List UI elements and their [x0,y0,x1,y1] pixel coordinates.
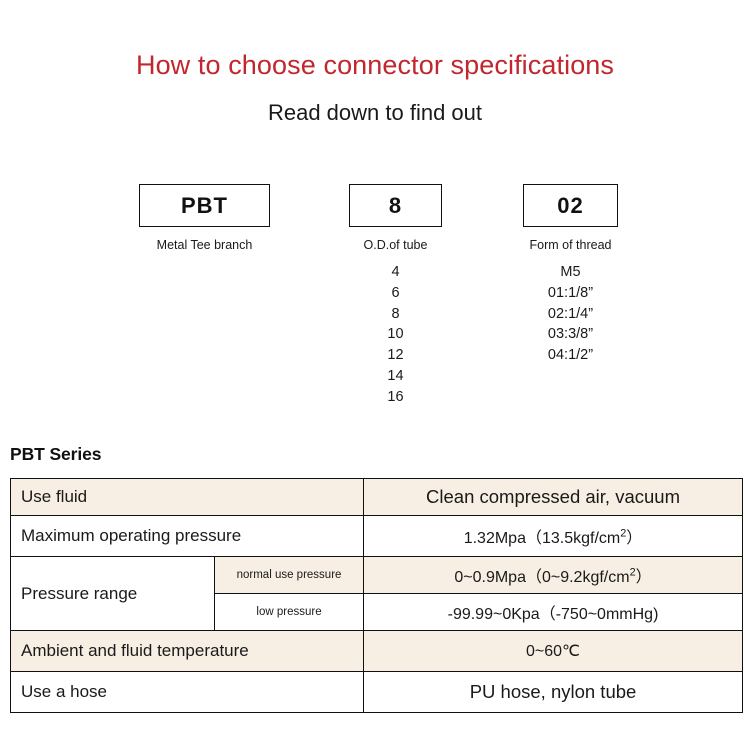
code-box-series[interactable]: PBT [139,184,270,227]
row-value-low-pressure: -99.99~0Kpa（-750~0mmHg) [363,593,744,631]
value-text: 0~0.9Mpa（0~9.2kgf/cm [454,569,630,586]
option-item[interactable]: 04:1/2” [547,347,594,364]
specification-table: Use fluid Clean compressed air, vacuum M… [9,478,744,713]
code-group-od: 8 O.D.of tube 4 6 8 10 12 14 16 [349,184,442,408]
code-group-series: PBT Metal Tee branch [139,184,270,252]
option-item[interactable]: 8 [391,305,400,322]
sub-label-low-pressure: low pressure [213,593,365,631]
value-text: -99.99~0Kpa（-750~0mmHg) [447,606,659,623]
row-label-pressure-range: Pressure range [10,556,215,631]
code-caption-series: Metal Tee branch [156,238,253,252]
code-caption-thread: Form of thread [529,238,612,252]
value-text: 1.32Mpa（13.5kgf/cm [463,530,621,547]
row-label-temperature: Ambient and fluid temperature [9,630,365,672]
value-superscript: 2 [629,566,636,579]
code-options-thread: M5 01:1/8” 02:1/4” 03:3/8” 04:1/2” [523,262,618,366]
option-item[interactable]: 03:3/8” [547,326,594,343]
table-row: Use a hose PU hose, nylon tube [9,671,744,713]
row-label-max-pressure: Maximum operating pressure [9,515,365,557]
option-item[interactable]: 01:1/8” [547,284,594,301]
row-value-use-a-hose: PU hose, nylon tube [363,671,744,713]
code-group-thread: 02 Form of thread M5 01:1/8” 02:1/4” 03:… [523,184,618,366]
value-superscript: 2 [620,527,627,540]
table-row: Ambient and fluid temperature 0~60℃ [9,630,744,672]
option-item[interactable]: 02:1/4” [547,305,594,322]
series-heading: PBT Series [10,444,102,464]
code-box-od[interactable]: 8 [349,184,442,227]
option-item[interactable]: 6 [391,284,400,301]
option-item[interactable]: 10 [387,326,404,343]
row-value-use-fluid: Clean compressed air, vacuum [363,478,744,516]
code-options-od: 4 6 8 10 12 14 16 [349,262,442,408]
row-label-use-a-hose: Use a hose [9,671,365,713]
row-value-normal-use-pressure: 0~0.9Mpa（0~9.2kgf/cm2） [363,556,744,594]
value-text-suffix: ） [635,569,652,586]
value-text-suffix: ） [626,530,643,547]
sub-label-normal-use-pressure: normal use pressure [213,556,365,594]
code-box-thread[interactable]: 02 [523,184,618,227]
page-title: How to choose connector specifications [135,50,615,80]
table-row: Use fluid Clean compressed air, vacuum [9,478,744,516]
row-label-use-fluid: Use fluid [9,478,365,516]
row-value-max-pressure: 1.32Mpa（13.5kgf/cm2） [363,515,744,557]
option-item[interactable]: 12 [387,347,404,364]
option-item[interactable]: 16 [387,388,404,405]
option-item[interactable]: M5 [560,264,581,280]
page-subtitle: Read down to find out [267,100,483,125]
table-row: Pressure range normal use pressure 0~0.9… [10,556,744,631]
row-value-temperature: 0~60℃ [363,630,744,672]
option-item[interactable]: 4 [391,264,400,280]
table-row: Maximum operating pressure 1.32Mpa（13.5k… [9,515,744,557]
code-caption-od: O.D.of tube [363,238,428,252]
option-item[interactable]: 14 [387,367,404,384]
